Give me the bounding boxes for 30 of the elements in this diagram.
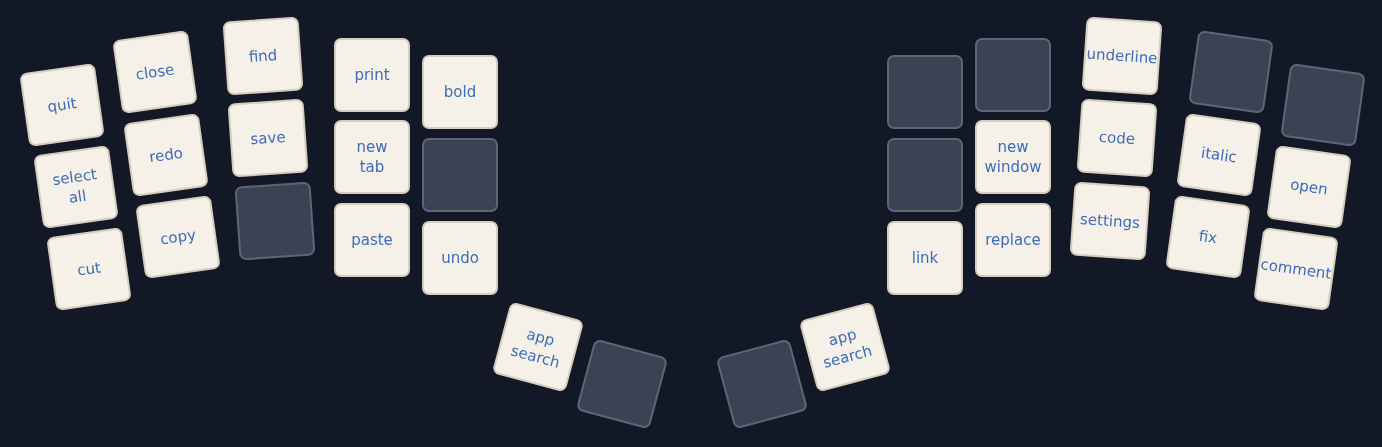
blank-key-cap xyxy=(234,181,316,261)
key-cap: quit xyxy=(19,63,105,147)
blank-key-cap xyxy=(422,138,498,212)
key-cap: code xyxy=(1076,98,1158,178)
key-cap: open xyxy=(1266,145,1352,229)
key-cap: print xyxy=(334,38,410,112)
blank-key-cap xyxy=(887,55,963,129)
key-cap: paste xyxy=(334,203,410,277)
key-cap: new window xyxy=(975,120,1051,194)
key-cap: underline xyxy=(1081,16,1163,96)
key-cap: undo xyxy=(422,221,498,295)
key-cap: fix xyxy=(1165,195,1251,279)
key-cap: select all xyxy=(33,145,119,229)
blank-key-cap xyxy=(887,138,963,212)
key-cap: link xyxy=(887,221,963,295)
key-cap: cut xyxy=(46,227,132,311)
key-cap: copy xyxy=(135,195,221,279)
key-cap: comment xyxy=(1253,227,1339,311)
key-cap: italic xyxy=(1176,113,1262,197)
key-cap: replace xyxy=(975,203,1051,277)
key-cap: close xyxy=(112,30,198,114)
key-cap: find xyxy=(222,16,304,96)
key-cap: app search xyxy=(798,301,892,393)
blank-key-cap xyxy=(975,38,1051,112)
key-cap: settings xyxy=(1069,181,1151,261)
key-cap: bold xyxy=(422,55,498,129)
key-cap: save xyxy=(227,98,309,178)
key-cap: app search xyxy=(491,301,585,393)
key-cap: redo xyxy=(123,113,209,197)
key-cap: new tab xyxy=(334,120,410,194)
